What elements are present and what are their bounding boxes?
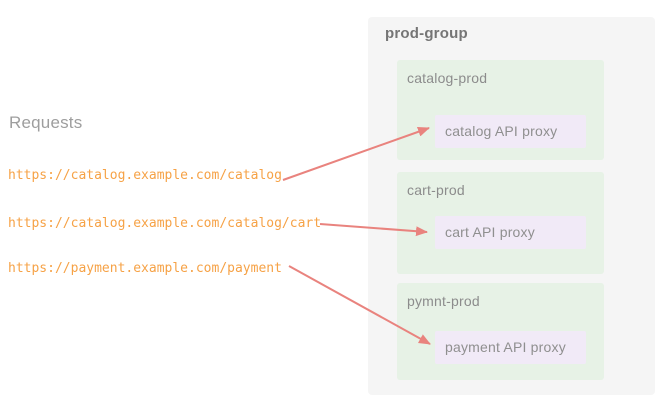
prod-group-container: prod-group catalog-prod catalog API prox… xyxy=(368,17,655,395)
request-url-catalog-cart: https://catalog.example.com/catalog/cart xyxy=(8,216,322,231)
env-label-cart-prod: cart-prod xyxy=(407,182,465,198)
prod-group-title: prod-group xyxy=(385,25,468,42)
env-box-pymnt-prod: pymnt-prod payment API proxy xyxy=(397,283,604,380)
env-box-cart-prod: cart-prod cart API proxy xyxy=(397,172,604,274)
env-label-pymnt-prod: pymnt-prod xyxy=(407,293,480,309)
request-url-payment: https://payment.example.com/payment xyxy=(8,261,282,276)
env-label-catalog-prod: catalog-prod xyxy=(407,70,488,86)
proxy-box-cart: cart API proxy xyxy=(435,216,586,249)
requests-heading: Requests xyxy=(9,113,83,132)
env-box-catalog-prod: catalog-prod catalog API proxy xyxy=(397,60,604,160)
proxy-box-catalog: catalog API proxy xyxy=(435,115,586,148)
proxy-box-payment: payment API proxy xyxy=(435,331,586,364)
request-url-catalog: https://catalog.example.com/catalog xyxy=(8,168,282,183)
